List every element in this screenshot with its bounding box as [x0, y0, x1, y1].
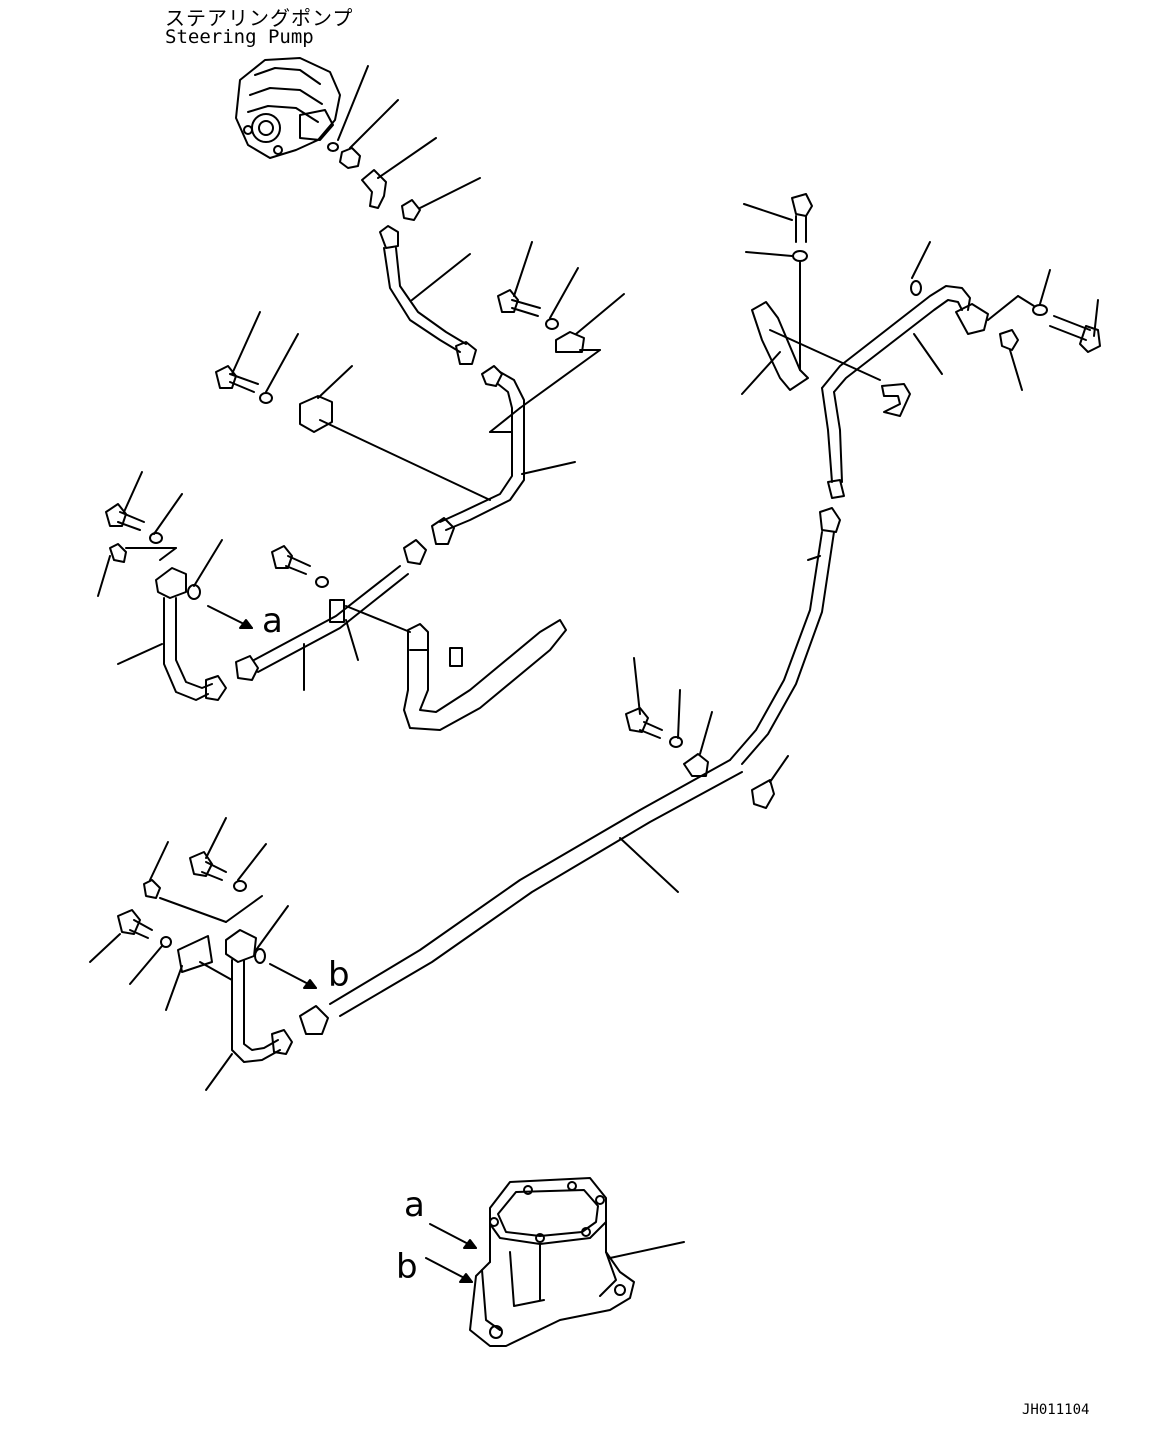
clamp-block-left	[215, 311, 491, 501]
middle-hose	[235, 539, 427, 691]
steel-tube-upper	[431, 349, 601, 545]
left-elbow-lower	[89, 817, 293, 1091]
steering-pump	[235, 57, 341, 159]
arrow-b-upper[interactable]	[269, 963, 317, 989]
lower-clamp-right	[625, 657, 789, 809]
drawing-code: JH011104	[1022, 1402, 1090, 1418]
title-english: Steering Pump	[165, 26, 314, 48]
lower-long-hose	[299, 759, 743, 1035]
right-bracket-group	[741, 193, 881, 395]
right-u-tube	[821, 241, 1101, 417]
label-b-upper: b	[328, 955, 350, 995]
label-b-lower: b	[396, 1247, 418, 1287]
phantom-hose	[403, 619, 567, 731]
title-japanese: ステアリングポンプ	[165, 6, 354, 30]
loose-bolt-middle	[271, 545, 329, 588]
label-a-upper: a	[262, 601, 283, 641]
pump-hose	[379, 225, 503, 387]
valve-body	[469, 1177, 685, 1347]
arrow-a-upper[interactable]	[207, 605, 253, 629]
arrow-a-lower[interactable]	[429, 1223, 477, 1249]
pump-fittings	[327, 65, 481, 221]
arrow-b-lower[interactable]	[425, 1257, 473, 1283]
label-a-lower: a	[404, 1185, 425, 1225]
left-elbow-upper	[97, 471, 227, 701]
right-long-tube	[729, 387, 845, 765]
upper-clamp-group	[497, 241, 625, 353]
